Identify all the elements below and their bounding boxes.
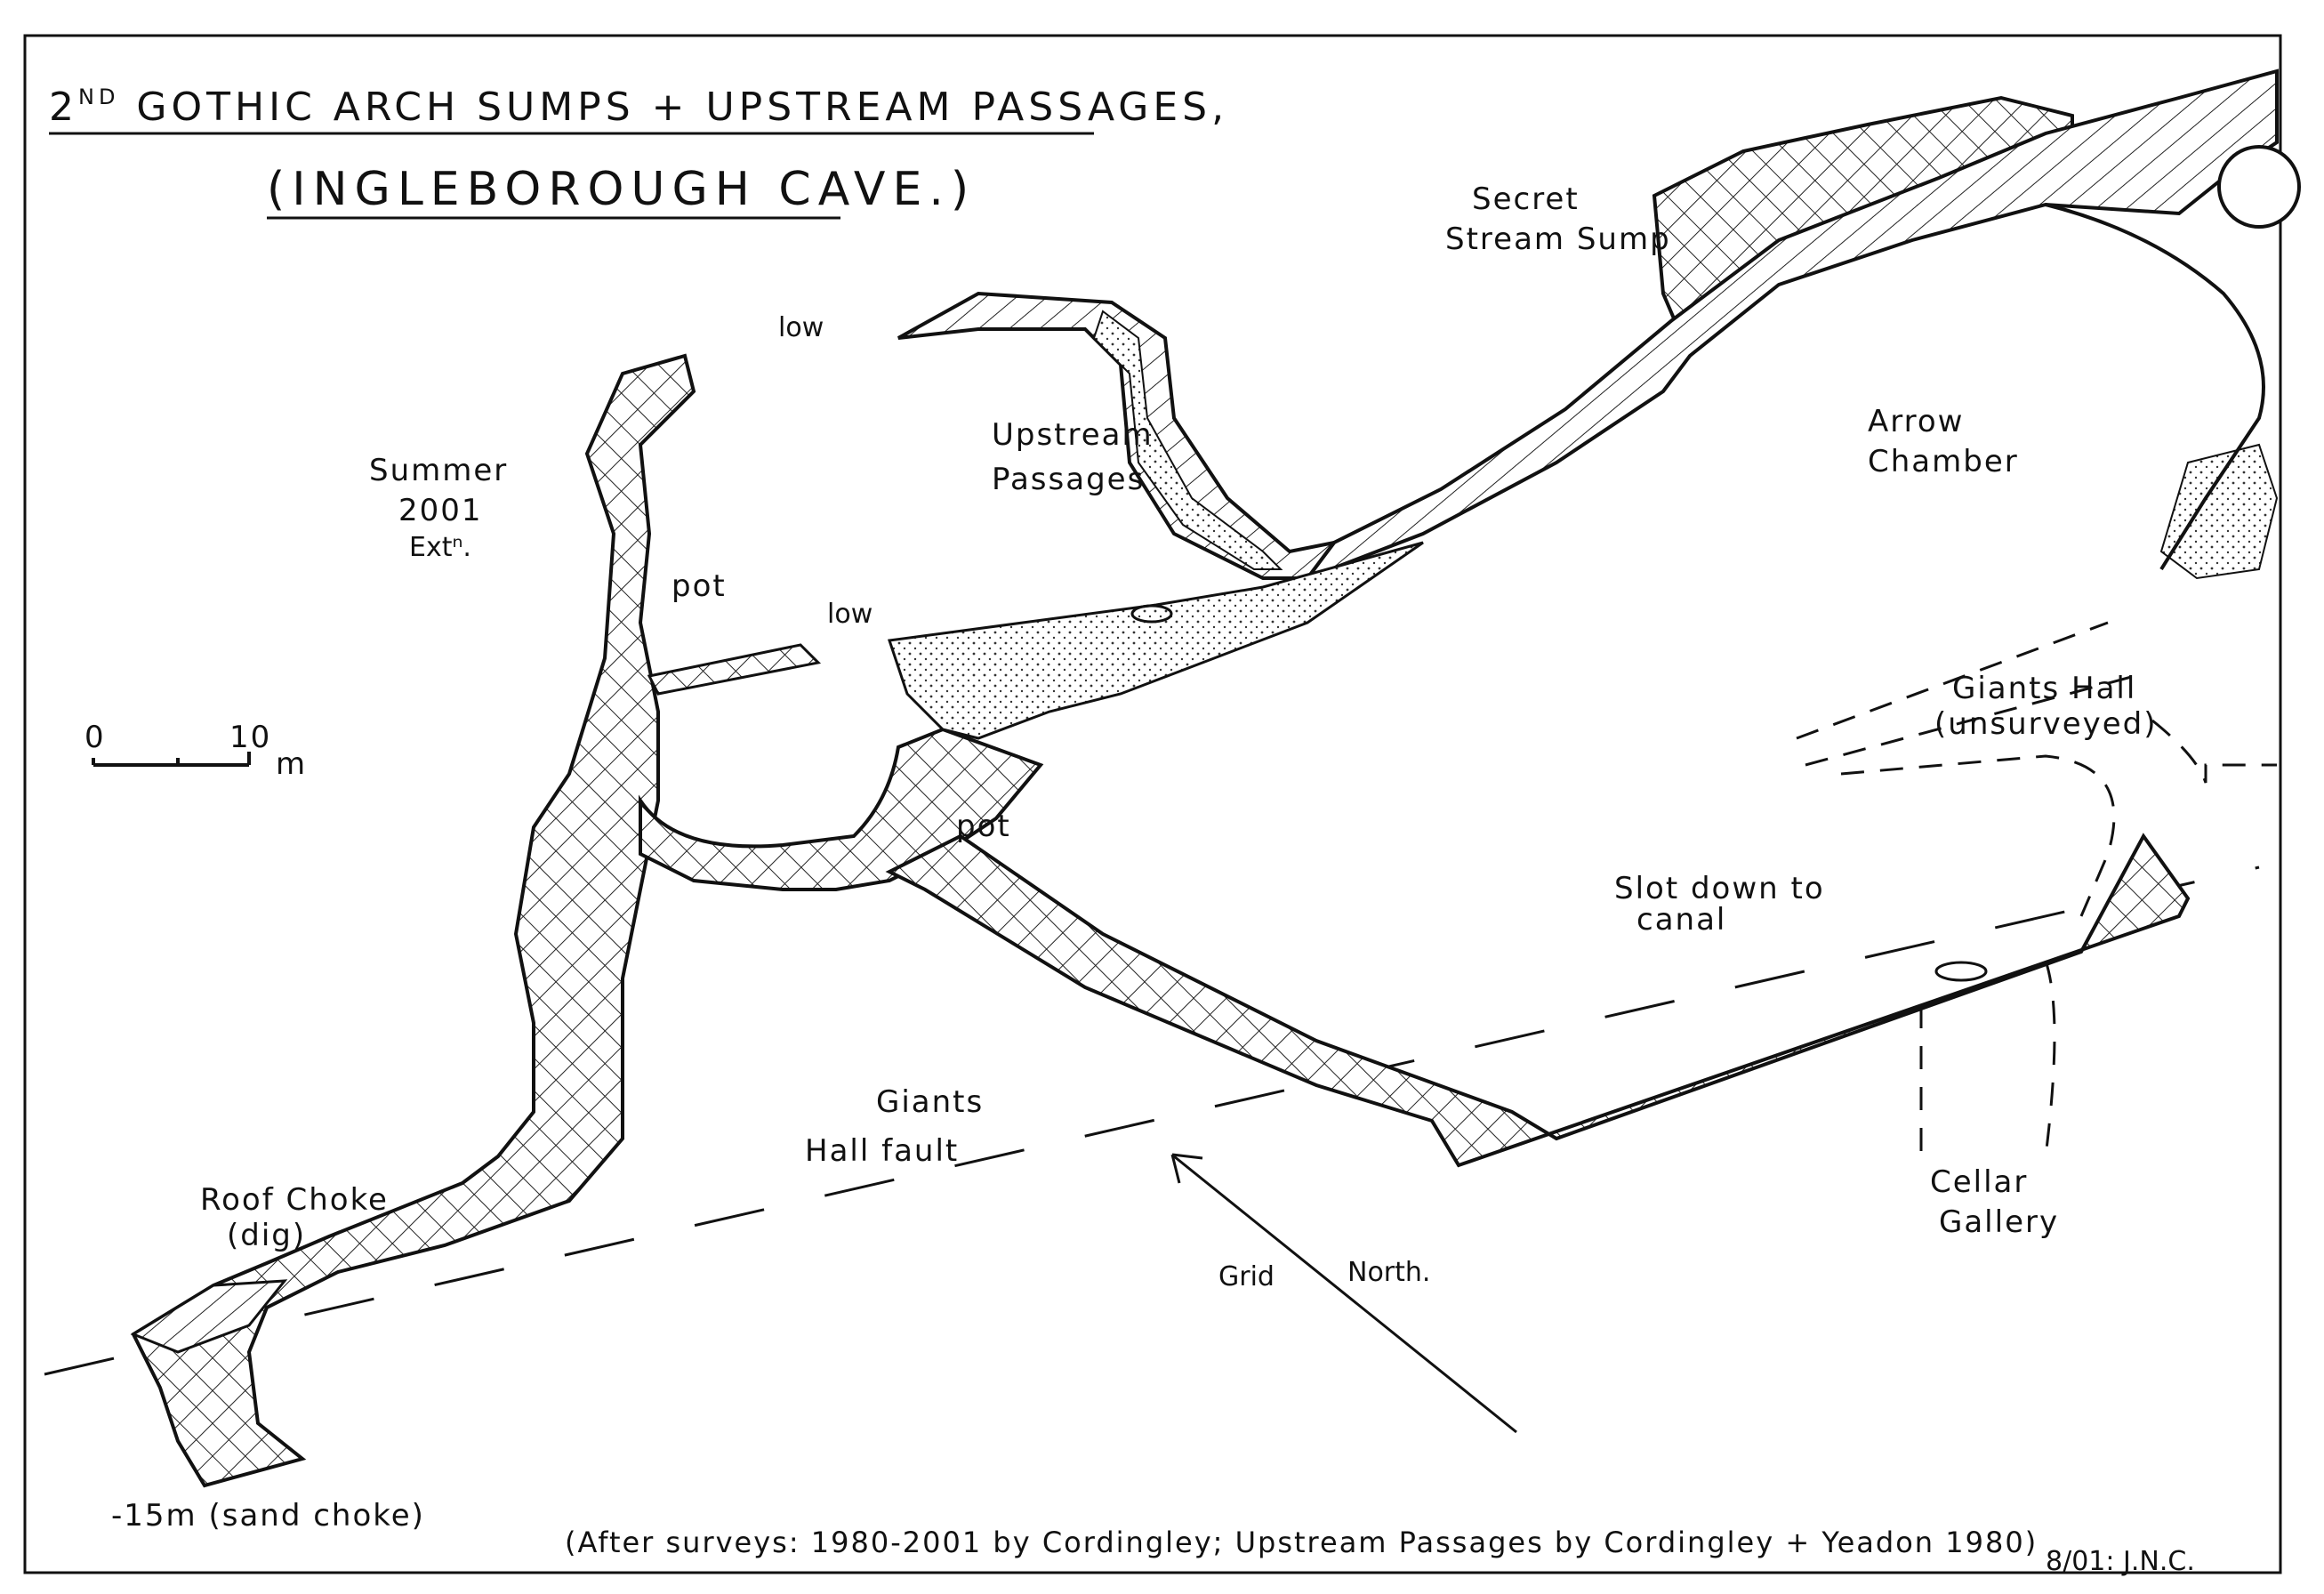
survey-credit: (After surveys: 1980-2001 by Cordingley;… <box>565 1526 2038 1559</box>
label-pot-upper: pot <box>671 568 727 604</box>
pool <box>1130 604 1173 624</box>
arrow-chamber-boundary <box>2045 203 2265 571</box>
signature: 8/01: J.N.C. <box>2046 1546 2195 1577</box>
title-main: GOTHIC ARCH SUMPS + UPSTREAM PASSAGES, <box>119 85 1228 130</box>
giants-hall-fault-line <box>44 865 2260 1376</box>
summer-extension-branch <box>647 643 822 696</box>
label-upstream-1: Upstream <box>992 417 1154 453</box>
label-giants-hall-2: (unsurveyed) <box>1934 706 2158 742</box>
title-prefix: 2 <box>49 85 78 130</box>
scale-ten: 10 <box>229 720 271 755</box>
label-north: North. <box>1347 1257 1430 1288</box>
label-low-mid: low <box>827 599 873 630</box>
scale-unit: m <box>276 746 307 782</box>
sandy-passage <box>888 541 1424 740</box>
label-cellar-2: Gallery <box>1939 1204 2059 1240</box>
scale-bar <box>92 752 251 767</box>
title-superscript: ND <box>78 85 119 109</box>
arrow-chamber-passage <box>1302 68 2279 583</box>
arrow-chamber-sand <box>2159 443 2279 580</box>
label-arrow-2: Chamber <box>1868 444 2019 479</box>
label-upstream-2: Passages <box>992 462 1145 497</box>
scale-zero: 0 <box>84 720 106 755</box>
label-summer-3: Extⁿ. <box>409 532 471 563</box>
label-slot-1: Slot down to <box>1614 871 1825 906</box>
map-subtitle: (INGLEBOROUGH CAVE.) <box>267 163 976 216</box>
label-fault-1: Giants <box>876 1084 984 1120</box>
label-grid: Grid <box>1218 1261 1275 1292</box>
label-sand-choke: -15m (sand choke) <box>111 1498 425 1534</box>
label-roof-choke-1: Roof Choke <box>200 1182 389 1218</box>
label-pot-lower: pot <box>956 809 1011 844</box>
label-giants-hall-1: Giants Hall <box>1952 671 2136 706</box>
map-title: 2ND GOTHIC ARCH SUMPS + UPSTREAM PASSAGE… <box>49 85 1228 130</box>
grid-north-arrow <box>1170 1153 1517 1434</box>
sump-pool <box>2217 145 2301 229</box>
canal-slot <box>1934 961 1988 982</box>
map-frame <box>23 34 2282 1574</box>
label-summer-1: Summer <box>369 453 508 488</box>
label-secret-1: Secret <box>1472 181 1580 217</box>
lower-passage <box>885 833 2191 1168</box>
giants-hall-outline <box>1796 621 2277 917</box>
cellar-gallery-outline <box>1919 960 2056 1157</box>
label-low-top: low <box>778 312 824 343</box>
roof-choke-area <box>130 1279 288 1354</box>
label-roof-choke-2: (dig) <box>227 1218 306 1253</box>
label-slot-2: canal <box>1636 902 1726 938</box>
label-summer-2: 2001 <box>398 493 483 528</box>
label-fault-2: Hall fault <box>805 1133 959 1169</box>
main-trunk-passage <box>131 353 696 1488</box>
label-secret-2: Stream Sump <box>1445 221 1671 257</box>
label-cellar-1: Cellar <box>1930 1164 2028 1200</box>
label-arrow-1: Arrow <box>1868 404 1964 439</box>
upstream-sand-strip <box>1092 310 1283 570</box>
